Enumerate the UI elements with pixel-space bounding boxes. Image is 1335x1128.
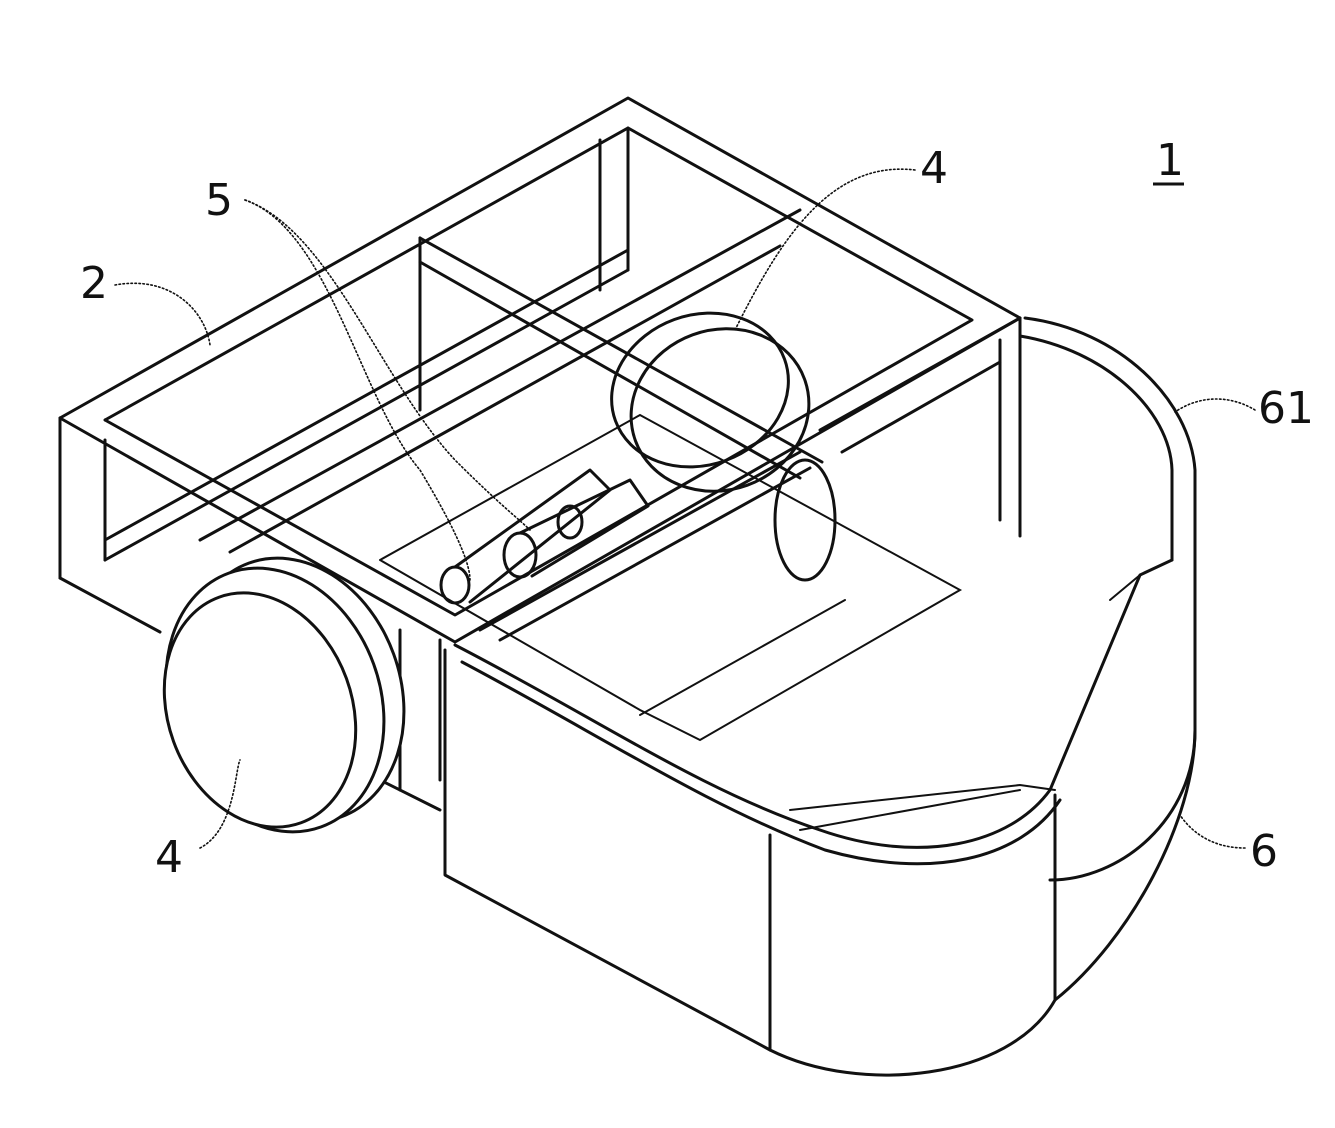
motor-left-end — [441, 567, 469, 603]
leader-bumper — [1180, 815, 1245, 848]
frame-lower-rail — [105, 250, 628, 540]
frame-top-inner — [105, 128, 972, 615]
bumper-face-right — [1055, 730, 1195, 1000]
motor-right-end — [504, 533, 536, 577]
frame-crossbar-3 — [820, 318, 1020, 430]
bumper-face-front — [770, 795, 1055, 1075]
label-frame: 2 — [80, 258, 108, 309]
frame-crossbar-4 — [480, 452, 800, 630]
label-assembly: 1 — [1156, 135, 1184, 186]
wheel-right-hub — [775, 460, 835, 580]
frame-crossbar-1 — [420, 238, 822, 462]
leader-motor-b — [245, 200, 530, 530]
frame-crossbar-1b — [420, 262, 800, 478]
wheel-left — [130, 527, 440, 863]
leader-bumper-edge — [1175, 399, 1255, 412]
leader-motor-a — [245, 200, 470, 580]
label-wheel-left: 4 — [155, 832, 183, 883]
motor-right-body — [520, 480, 648, 576]
leader-frame — [115, 283, 210, 345]
bumper-bevel — [790, 785, 1055, 810]
motor-left-body — [455, 470, 610, 602]
frame-bottom-corner — [380, 780, 440, 810]
frame-bottom-left — [60, 578, 160, 632]
wheel-right-rim — [608, 304, 832, 516]
frame-top-outer — [60, 98, 1020, 642]
label-bumper: 6 — [1250, 826, 1278, 877]
bumper-top-edge-b — [462, 662, 1060, 864]
wheel-right-tire — [590, 289, 810, 492]
bumper-face-left — [445, 650, 770, 1050]
frame-plate-line — [640, 600, 845, 715]
leader-wheel-right — [735, 169, 915, 330]
motors — [441, 470, 648, 603]
frame-crossbar-4b — [500, 468, 810, 640]
bumper-rim-inner — [1020, 336, 1172, 560]
frame-lower-rail-b — [105, 270, 628, 560]
frame-crossbar-2b — [230, 246, 780, 552]
label-motor: 5 — [205, 175, 233, 226]
label-wheel-right: 4 — [920, 143, 948, 194]
bumper-top-edge — [455, 560, 1172, 847]
label-bumper-edge: 61 — [1258, 383, 1314, 434]
